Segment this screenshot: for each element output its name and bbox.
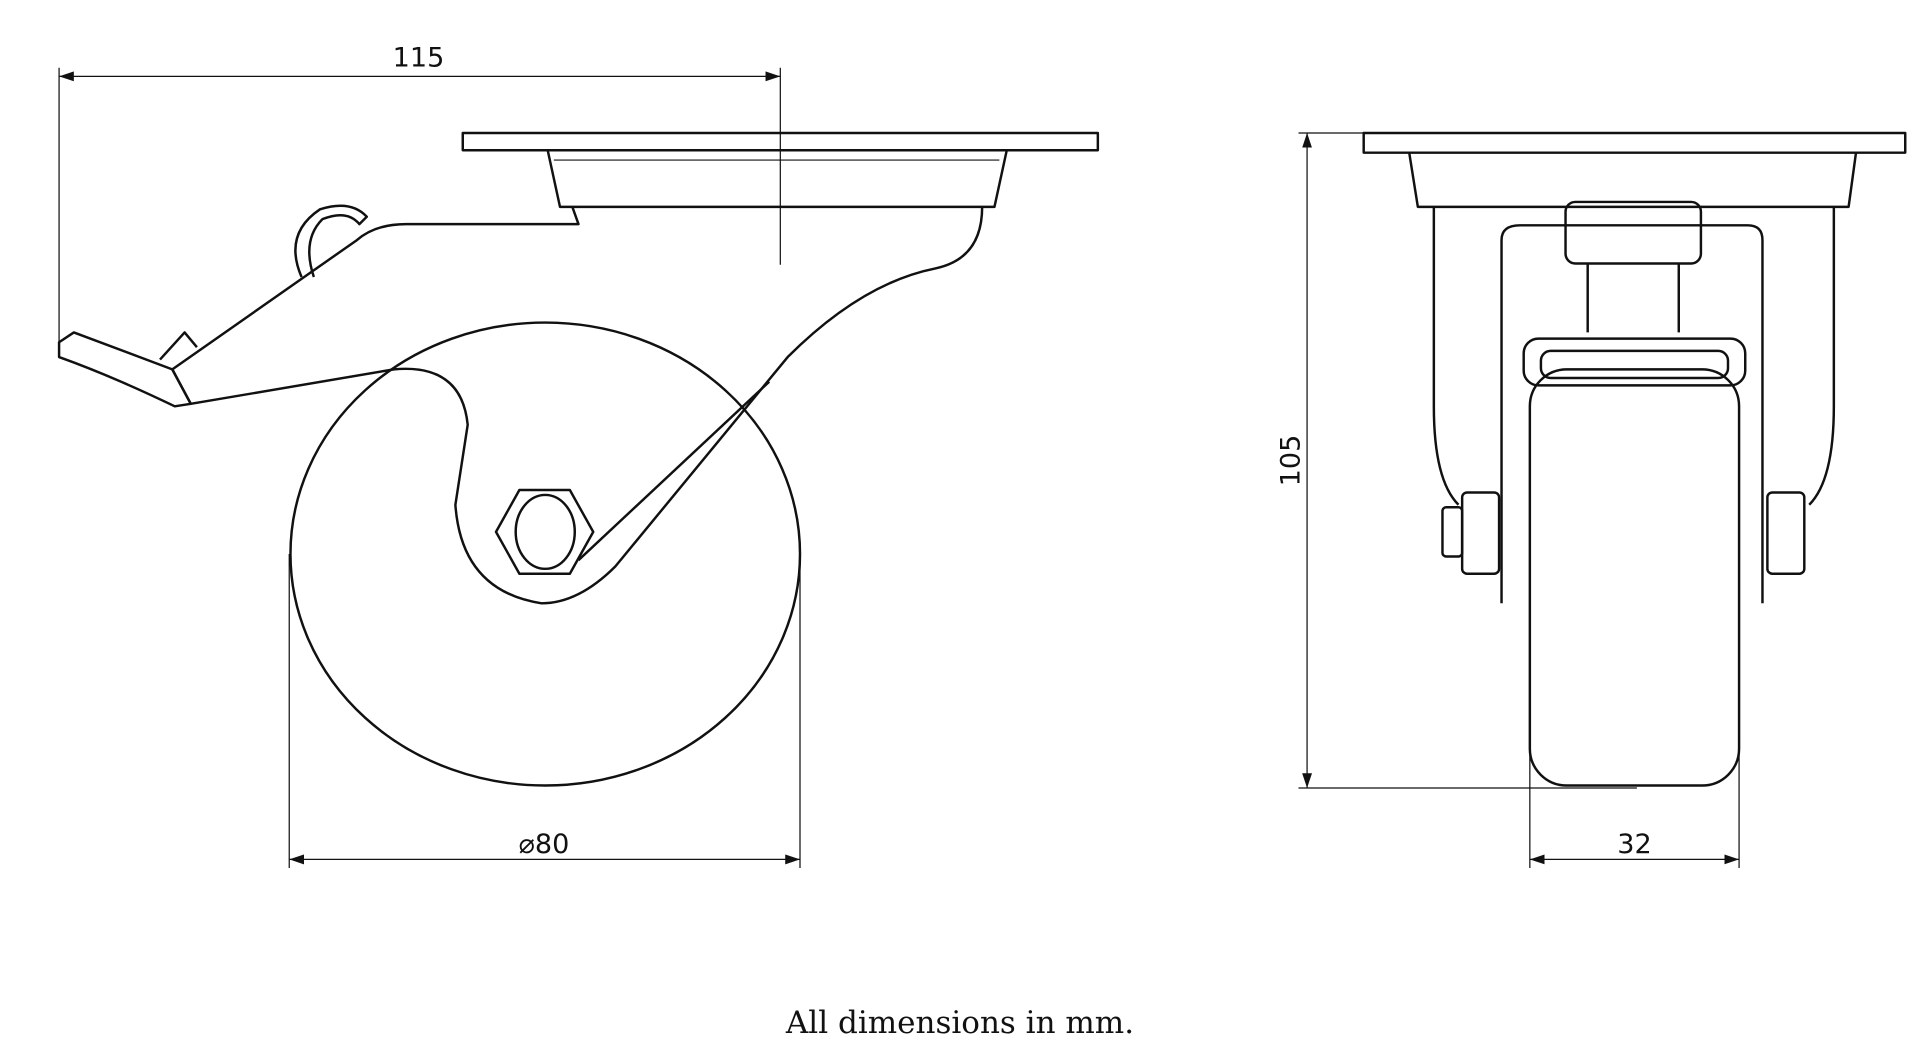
wheel	[289, 321, 802, 787]
dim-32: 32	[1617, 829, 1651, 860]
dim-105: 105	[1276, 435, 1307, 487]
swivel-housing	[546, 149, 1008, 209]
brake-pedal	[57, 331, 192, 408]
dim-80: ⌀80	[519, 829, 570, 860]
brake-block	[1564, 200, 1703, 265]
side-view	[57, 131, 1100, 787]
units-note: All dimensions in mm.	[785, 1005, 1135, 1041]
dim-115: 115	[393, 42, 445, 73]
front-top-plate	[1362, 131, 1907, 154]
brake-hook	[294, 204, 368, 278]
fork	[171, 206, 984, 605]
front-view	[1362, 131, 1907, 787]
front-wheel	[1528, 368, 1741, 787]
front-fork	[1432, 206, 1836, 506]
axle-nut	[494, 488, 595, 575]
